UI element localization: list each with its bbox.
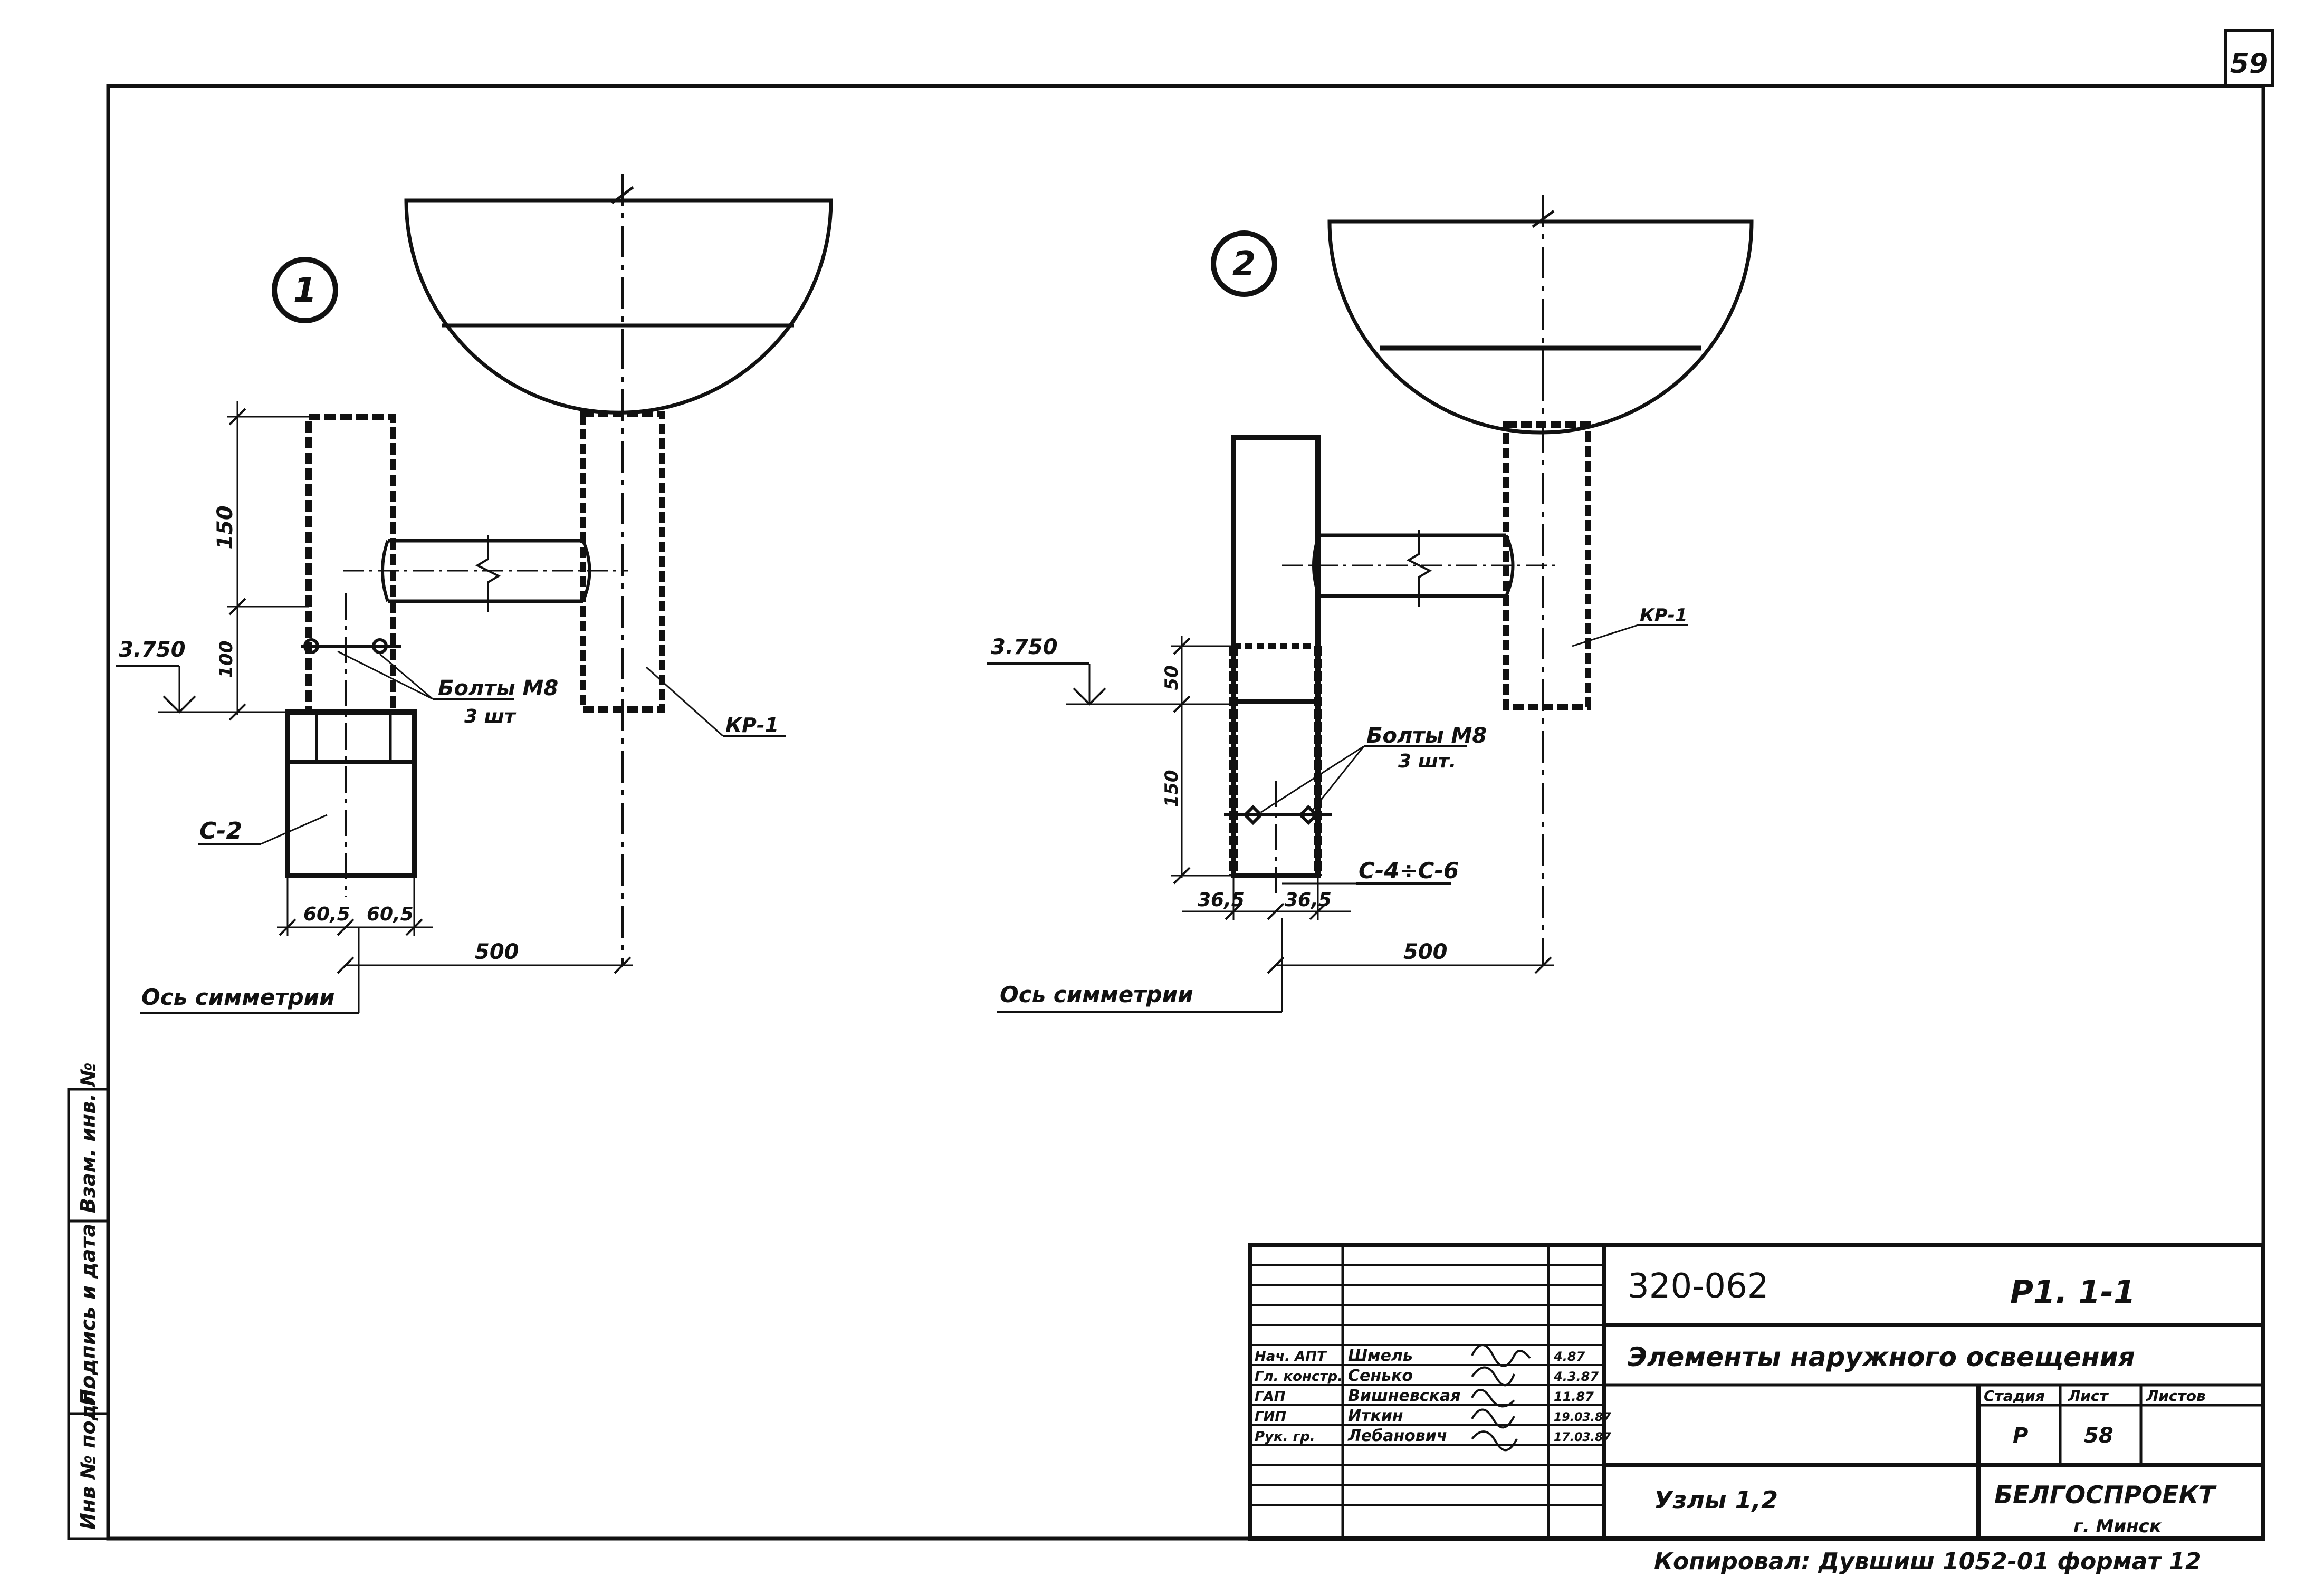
detail-2-part-c4-c6: С-4÷С-6 [1359,858,1459,883]
detail-1-dim-605-left: 60,5 [303,904,350,925]
detail-2-dim-500: 500 [1403,940,1448,964]
stage-header: Стадия [1984,1387,2045,1405]
organization-city: г. Минск [2073,1516,2162,1537]
detail-2-horizontal-arm [1319,533,1506,598]
staff-date: 11.87 [1554,1389,1594,1404]
detail-1-horizontal-arm [388,539,583,603]
staff-role: Рук. гр. [1255,1429,1315,1445]
detail-1-dim-150: 150 [213,505,237,550]
detail-1-luminaire-bowl [404,198,833,415]
staff-date: 4.3.87 [1553,1369,1599,1384]
detail-2: 2 3.750 [987,195,1754,1013]
staff-role: ГАП [1255,1389,1286,1405]
margin-inventory-label: Инв № подл. [76,1382,100,1530]
detail-1-bolts-qty: 3 шт [464,706,517,727]
copied-by-line: Копировал: Дувшиш 1052-01 формат 12 [1654,1548,2202,1575]
detail-2-bracket-pipe [1503,421,1591,710]
detail-2-dim-150: 150 [1161,770,1182,808]
detail-1-mast-base [285,709,417,878]
detail-2-callout-circle [1211,230,1277,297]
signatures [1471,1344,1531,1452]
organization-name: БЕЛГОСПРОЕКТ [1994,1481,2217,1509]
detail-2-bolts-label: Болты М8 [1366,724,1487,748]
detail-2-luminaire-bowl [1327,219,1754,435]
stage-value: Р [2013,1424,2028,1448]
staff-date: 4.87 [1553,1349,1585,1364]
margin-strip: Инв № подл. Подпись и дата Взам. инв. № [67,1062,110,1540]
detail-1-axis-label: Ось симметрии [141,984,335,1010]
detail-1-part-c2: С-2 [199,818,242,844]
margin-replace-label: Взам. инв. № [76,1062,100,1213]
staff-name: Лебанович [1347,1427,1447,1445]
detail-1-part-kp1: КР-1 [725,714,779,737]
detail-1-dim-100: 100 [216,641,237,678]
detail-2-callout-number: 2 [1232,245,1256,284]
detail-2-dim-50: 50 [1161,665,1182,690]
staff-row: ГИП Иткин 19.03.87 [1255,1407,1611,1425]
detail-2-bolts-qty: 3 шт. [1398,751,1456,772]
detail-1-dim-605-right: 60,5 [367,904,414,925]
staff-role: Нач. АПТ [1255,1349,1327,1365]
sheet-value: 58 [2084,1424,2113,1448]
staff-name: Сенько [1348,1367,1413,1385]
detail-2-dim-365-right: 36,5 [1285,889,1332,911]
staff-row: Гл. констр. Сенько 4.3.87 [1255,1367,1599,1385]
sheets-header: Листов [2146,1387,2206,1405]
drawing-subtitle: Узлы 1,2 [1654,1486,1778,1514]
sheet-header: Лист [2068,1387,2109,1405]
detail-1-mast-top [305,414,396,715]
staff-row: Нач. АПТ Шмель 4.87 [1255,1347,1585,1365]
detail-1-elevation: 3.750 [119,638,186,662]
detail-1-dim-500: 500 [475,940,519,964]
staff-row: Рук. гр. Лебанович 17.03.87 [1255,1427,1611,1445]
staff-name: Вишневская [1348,1387,1460,1405]
staff-date: 19.03.87 [1554,1411,1611,1424]
staff-name: Иткин [1348,1407,1403,1425]
staff-role: Гл. констр. [1255,1369,1343,1385]
detail-2-axis-label: Ось симметрии [1000,982,1193,1007]
sheet-number: 59 [2230,48,2268,80]
detail-1-bolts-label: Болты М8 [438,676,558,700]
detail-1-callout-circle [272,257,338,323]
staff-role: ГИП [1255,1409,1286,1425]
margin-signature-label: Подпись и дата [76,1224,100,1406]
staff-date: 17.03.87 [1554,1431,1611,1444]
detail-1-callout-number: 1 [293,271,317,310]
document-code: 320-062 [1628,1267,1768,1306]
drawing-title: Элементы наружного освещения [1628,1342,2135,1372]
detail-2-elevation: 3.750 [991,635,1058,659]
title-block: Нач. АПТ Шмель 4.87 Гл. констр. Сенько 4… [1248,1243,2265,1541]
detail-2-part-kp1: КР-1 [1640,605,1687,626]
staff-name: Шмель [1348,1347,1413,1365]
staff-row: ГАП Вишневская 11.87 [1255,1387,1594,1405]
sheet-reference: Р1. 1-1 [2010,1274,2136,1311]
drawing-frame [106,84,2265,1541]
detail-1: 1 150 100 3 [116,174,833,1014]
detail-2-dim-365-left: 36,5 [1198,889,1245,911]
